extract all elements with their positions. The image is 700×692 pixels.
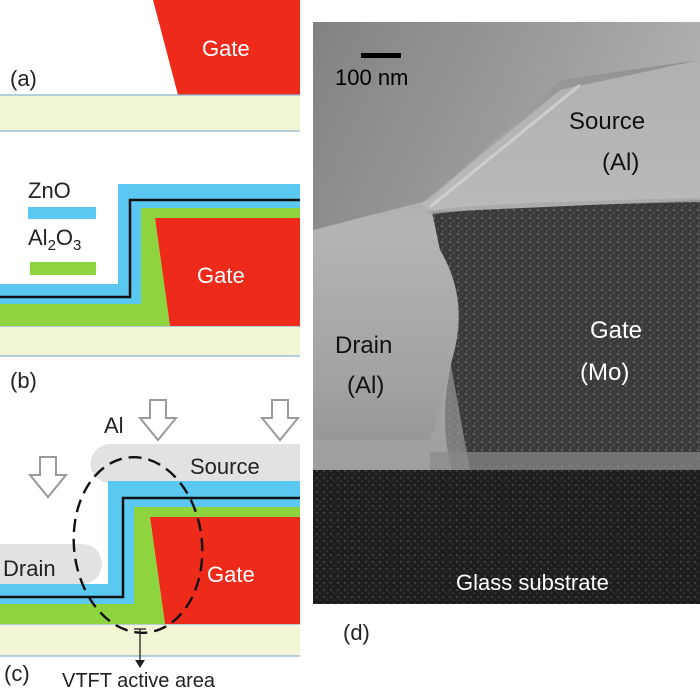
panel-label: (a) [10,66,37,91]
zno-legend-swatch [28,207,96,219]
active-area-label: VTFT active area [62,670,216,692]
panel-b: ZnO Al2O3 Gate (b) [0,178,300,393]
al2o3-legend-label: Al2O3 [28,225,81,254]
al2o3-legend-swatch [30,262,96,275]
drain-label: Drain [335,332,392,359]
gate-label: Gate [202,36,250,61]
interface-line [0,496,300,599]
scale-bar [361,53,401,58]
drain-material-label: (Al) [347,372,384,399]
gate-block [155,218,300,326]
source-label: Source [569,108,645,135]
substrate-label: Glass substrate [456,570,609,595]
substrate [0,326,300,356]
active-area-pointer-head [135,660,145,668]
al2o3-layer [0,208,300,326]
deposition-arrow-icon [27,456,69,499]
gate-label: Gate [590,317,642,344]
panel-label: (c) [4,661,30,686]
source-material-label: (Al) [602,149,639,176]
gate-label: Gate [197,263,245,288]
gate-block [150,517,300,624]
deposition-arrow-icon [137,399,179,442]
panel-a: Gate (a) [0,0,300,132]
source-electrode [90,444,300,483]
source-label: Source [190,454,260,479]
gate-label: Gate [207,562,255,587]
panel-label: (d) [343,620,370,645]
scale-label: 100 nm [335,65,408,90]
panel-d: 100 nm Source (Al) Drain (Al) Gate (Mo) … [313,22,700,645]
zno-legend-label: ZnO [28,178,71,203]
substrate [0,624,300,656]
interface-line [0,198,300,299]
panel-c: Al Source Drain Gate VTFT active area (c… [0,399,301,692]
sem-micrograph: 100 nm Source (Al) Drain (Al) Gate (Mo) … [313,22,700,604]
drain-label: Drain [3,556,56,581]
panel-label: (b) [10,368,37,393]
active-area-outline [72,456,204,634]
substrate [0,95,300,131]
al-label: Al [104,413,124,438]
gate-material-label: (Mo) [580,359,629,386]
gate-block [153,0,300,95]
zno-layer [0,481,300,604]
al2o3-layer [0,507,300,624]
drain-electrode [0,544,102,584]
deposition-arrow-icon [259,399,301,442]
